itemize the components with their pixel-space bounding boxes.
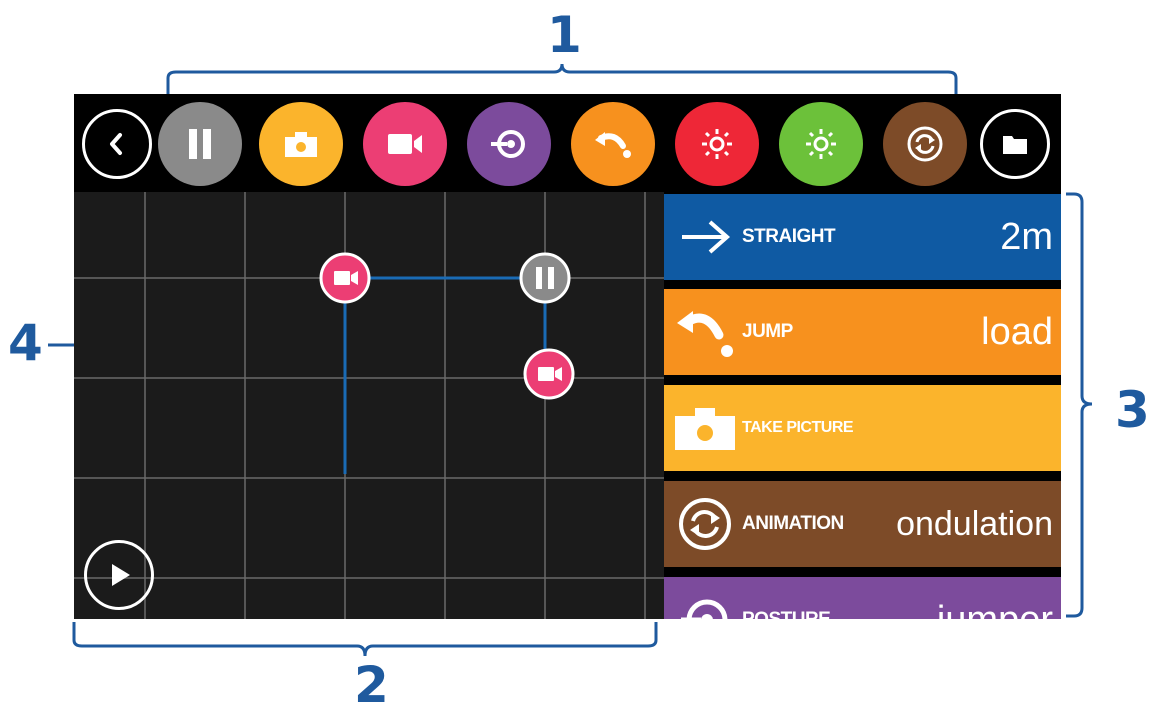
waypoint-pause <box>519 252 571 304</box>
posture-icon <box>672 577 738 619</box>
arrow-right-icon <box>672 194 738 280</box>
command-label: STRAIGHT <box>742 226 836 247</box>
play-icon <box>112 564 130 586</box>
brace-right <box>1066 192 1093 618</box>
waypoint-video-2 <box>523 348 575 400</box>
command-value: 2m <box>1000 215 1053 258</box>
callout-1: 1 <box>547 6 582 64</box>
command-posture[interactable]: POSTURE jumper <box>664 577 1061 619</box>
jump-button[interactable] <box>571 102 655 186</box>
waypoint-video-1 <box>319 252 371 304</box>
folder-button[interactable] <box>980 109 1050 179</box>
animation-icon <box>907 126 943 162</box>
video-button[interactable] <box>363 102 447 186</box>
command-label: POSTURE <box>742 609 831 619</box>
command-take-picture[interactable]: TAKE PICTURE <box>664 385 1061 471</box>
jump-icon <box>595 132 631 158</box>
command-label: TAKE PICTURE <box>742 419 854 436</box>
chevron-left-icon <box>110 133 122 155</box>
toolbar <box>74 94 1061 192</box>
video-icon <box>388 134 422 154</box>
path-grid[interactable] <box>74 192 664 619</box>
command-straight[interactable]: STRAIGHT 2m <box>664 194 1061 280</box>
command-list: STRAIGHT 2m JUMP load TAKE PICTURE ANIMA… <box>664 192 1061 619</box>
command-label: JUMP <box>742 321 793 342</box>
robot-path <box>343 276 547 474</box>
command-value: jumper <box>937 599 1053 620</box>
camera-icon <box>285 132 317 157</box>
camera-icon <box>672 385 738 471</box>
light-red-button[interactable] <box>675 102 759 186</box>
play-button[interactable] <box>84 540 154 610</box>
command-value: load <box>981 310 1053 353</box>
jump-icon <box>672 289 738 375</box>
animation-icon <box>672 481 738 567</box>
callout-4: 4 <box>8 314 43 372</box>
app-window: STRAIGHT 2m JUMP load TAKE PICTURE ANIMA… <box>74 94 1061 619</box>
command-jump[interactable]: JUMP load <box>664 289 1061 375</box>
callout-3: 3 <box>1115 381 1150 439</box>
command-animation[interactable]: ANIMATION ondulation <box>664 481 1061 567</box>
camera-button[interactable] <box>259 102 343 186</box>
back-button[interactable] <box>82 109 152 179</box>
callout-2: 2 <box>354 656 389 714</box>
pause-icon <box>189 129 211 159</box>
folder-icon <box>1003 136 1027 154</box>
light-icon <box>806 129 836 159</box>
posture-button[interactable] <box>467 102 551 186</box>
command-value: ondulation <box>896 504 1053 543</box>
pause-button[interactable] <box>158 102 242 186</box>
light-icon <box>702 129 732 159</box>
grid-canvas <box>74 192 664 619</box>
brace-top <box>166 63 958 94</box>
light-green-button[interactable] <box>779 102 863 186</box>
command-label: ANIMATION <box>742 513 844 534</box>
brace-bottom <box>72 622 658 657</box>
animation-button[interactable] <box>883 102 967 186</box>
posture-icon <box>491 130 525 158</box>
